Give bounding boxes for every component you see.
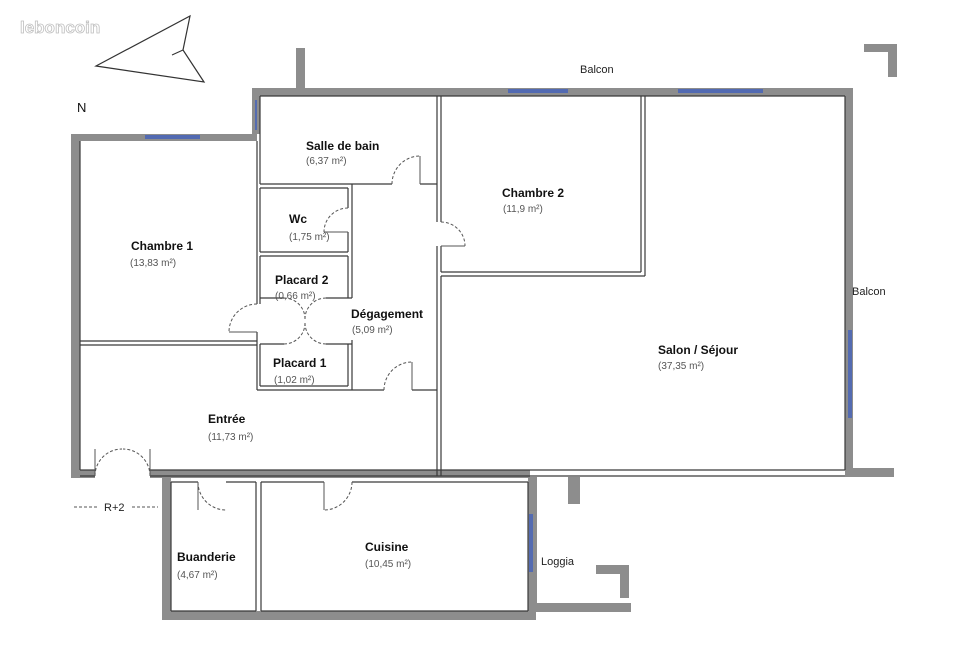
compass-icon [94,14,206,83]
room-name-cuisine: Cuisine [365,540,409,554]
loggia-marker-icon [596,565,629,598]
outer-walls [71,48,894,620]
watermark-logo: leboncoin [20,18,100,37]
room-area-chambre-1: (13,83 m²) [130,258,176,269]
room-area-entree: (11,73 m²) [208,432,253,443]
room-area-placard-2: (0,66 m²) [275,291,316,302]
doors [94,155,466,511]
room-name-degagement: Dégagement [351,307,423,321]
room-area-cuisine: (10,45 m²) [365,559,411,570]
interior-walls [79,95,846,612]
room-name-salle-de-bain: Salle de bain [306,139,379,153]
windows [145,89,852,572]
room-name-salon: Salon / Séjour [658,343,738,357]
room-area-wc: (1,75 m²) [289,232,330,243]
loggia-label: Loggia [541,556,575,568]
room-name-buanderie: Buanderie [177,550,236,564]
stair-label: R+2 [104,502,125,514]
room-name-placard-2: Placard 2 [275,273,329,287]
room-name-placard-1: Placard 1 [273,356,327,370]
balcon-top-label: Balcon [580,64,614,76]
room-area-buanderie: (4,67 m²) [177,570,218,581]
room-area-degagement: (5,09 m²) [352,325,393,336]
room-name-chambre-2: Chambre 2 [502,186,564,200]
corner-marker-icon [864,44,897,77]
room-area-chambre-2: (11,9 m²) [503,204,543,215]
room-name-entree: Entrée [208,412,246,426]
north-label: N [77,100,86,115]
balcon-right-label: Balcon [852,286,886,298]
room-area-salle-de-bain: (6,37 m²) [306,156,347,167]
room-name-wc: Wc [289,212,307,226]
room-area-placard-1: (1,02 m²) [274,375,315,386]
room-name-chambre-1: Chambre 1 [131,239,193,253]
room-area-salon: (37,35 m²) [658,361,704,372]
